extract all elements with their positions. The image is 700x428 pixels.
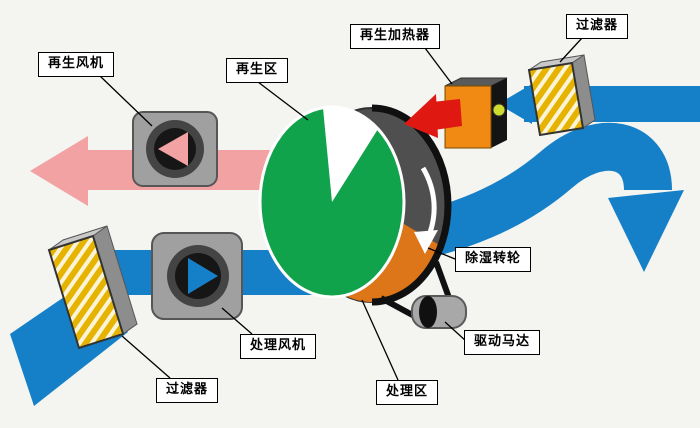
- label-filter-top: 过滤器: [566, 14, 629, 39]
- filter-top-front-face: [527, 61, 585, 137]
- hot-air-arrow: [404, 94, 462, 138]
- drive-motor: [379, 260, 467, 329]
- filter-top-right: [527, 54, 596, 137]
- regeneration-fan: [132, 111, 218, 187]
- label-drive-motor: 驱动马达: [464, 330, 541, 355]
- rotation-arrowhead: [414, 230, 438, 254]
- hot-air-band: [432, 99, 462, 130]
- filter-bottom-left: [47, 225, 138, 350]
- leader-line-filter-top: [559, 37, 583, 63]
- label-regeneration-fan: 再生风机: [38, 52, 115, 77]
- filter-bottom-front-face: [47, 234, 125, 350]
- label-regeneration-heater: 再生加热器: [350, 24, 441, 49]
- label-process-zone: 处理区: [376, 380, 439, 405]
- leader-line-regen-zone: [257, 81, 309, 121]
- leader-line-regen-fan: [99, 75, 153, 127]
- leader-line-process-zone: [361, 299, 399, 381]
- process-air-outlet-arrowhead: [608, 190, 684, 272]
- leader-line-motor: [444, 321, 467, 342]
- process-fan: [151, 232, 243, 320]
- leader-line-filter-bottom: [121, 335, 171, 379]
- label-regeneration-zone: 再生区: [226, 58, 289, 83]
- regeneration-fan-flow-icon: [158, 132, 188, 166]
- leader-line-regen-heater: [424, 47, 453, 85]
- regeneration-heater: [444, 77, 508, 149]
- desiccant-wheel: [258, 104, 452, 306]
- hot-air-arrowhead: [404, 94, 438, 138]
- leader-line-process-fan: [221, 307, 253, 335]
- leader-line-wheel: [427, 247, 456, 260]
- label-process-fan: 处理风机: [240, 334, 317, 359]
- rotation-arrow: [414, 166, 438, 254]
- label-dehumid-wheel: 除湿转轮: [455, 247, 532, 272]
- motor-pulley-belt: [419, 296, 437, 328]
- wheel-belt: [371, 104, 452, 306]
- regen-inlet-arrowhead: [498, 84, 532, 124]
- regen-exhaust-arrowhead: [30, 136, 88, 206]
- wheel-regen-wedge: [323, 107, 378, 202]
- label-filter-bottom: 过滤器: [156, 378, 219, 403]
- heater-indicator-light: [492, 103, 506, 117]
- leader-lines: [99, 37, 583, 381]
- process-fan-flow-icon: [188, 258, 218, 294]
